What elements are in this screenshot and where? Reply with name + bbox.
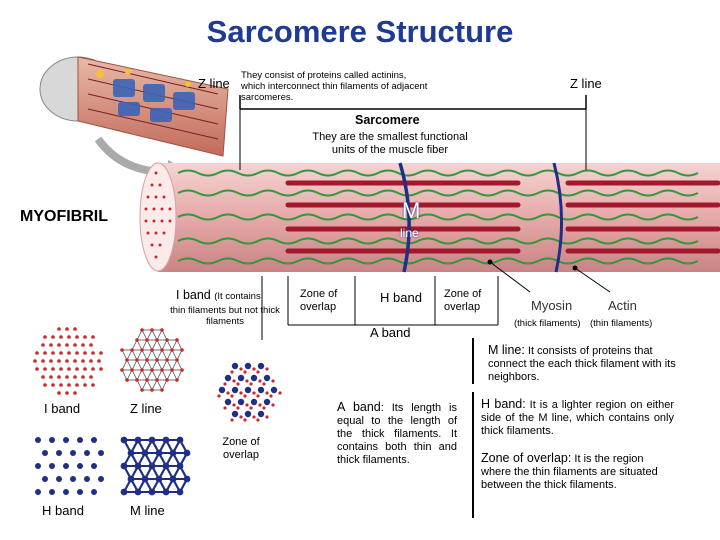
cs-m-line-label: M line (130, 503, 165, 518)
h-band-desc-head: H band: (481, 397, 526, 411)
cross-section-h-band (35, 437, 104, 495)
cross-section-i-band (33, 327, 103, 395)
cs-z-line-label: Z line (130, 401, 162, 416)
muscle-fiber-illustration (39, 56, 229, 182)
sarcomere-label: Sarcomere (355, 113, 420, 127)
myofibril-tube (139, 162, 720, 273)
thick-filaments-label: (thick filaments) (514, 318, 581, 329)
cs-i-band-label: I band (44, 401, 81, 416)
z-line-left-label: Z line (198, 76, 230, 91)
i-band-note-2: thin filaments but not thick filaments (170, 305, 280, 327)
myofibril-label: MYOFIBRIL (20, 208, 108, 225)
m-line-top-big: M (402, 198, 421, 223)
cs-h-band-label: H band (42, 503, 84, 518)
actin-label: Actin (608, 298, 637, 313)
h-band-desc-text: It is a lighter region on either side of… (481, 399, 674, 437)
m-line-description: M line: It consists of proteins that con… (488, 344, 678, 384)
cross-section-m-line (120, 436, 191, 496)
myosin-label: Myosin (531, 298, 573, 313)
m-line-desc-head: M line: (488, 343, 525, 357)
a-band-desc-head: A band (337, 400, 381, 414)
a-band-label: A band (370, 325, 411, 340)
zone-overlap-description: Zone of overlap: It is the region where … (481, 452, 674, 492)
z-line-right-label: Z line (570, 76, 602, 91)
sarcomere-bracket (239, 95, 587, 110)
m-line-desc-text: It consists of proteins that connect the… (488, 345, 676, 383)
h-band-description: H band: It is a lighter region on either… (481, 398, 674, 438)
i-band-label: I band (176, 288, 211, 302)
zone-overlap-desc-text: It is the region where the thin filament… (481, 453, 658, 491)
cross-section-z-line (120, 328, 184, 392)
z-line-markers (239, 109, 587, 170)
sarcomere-note: They are the smallest functional units o… (312, 131, 468, 156)
right-bracket-top (472, 338, 474, 384)
zone-overlap-desc-head: Zone of overlap: (481, 451, 572, 465)
z-line-note: They consist of proteins called actinins… (241, 70, 428, 103)
cs-zone-overlap-label: Zone of overlap (222, 436, 260, 461)
m-line-top-small: line (400, 226, 419, 240)
thin-filaments-label: (thin filaments) (590, 318, 653, 329)
i-band-head: I band (It contains (176, 288, 261, 302)
zone-overlap-right-label: Zone of overlap (444, 288, 482, 313)
right-bracket-bottom (472, 392, 474, 518)
h-band-label: H band (380, 290, 422, 305)
a-band-description: A band: Its length is equal to the lengt… (337, 401, 457, 467)
zone-overlap-left-label: Zone of overlap (300, 288, 338, 313)
page-title: Sarcomere Structure (206, 14, 514, 49)
cross-section-zone-overlap (217, 362, 282, 422)
i-band-note-1: (It contains (214, 291, 261, 302)
a-band-desc-text: : Its length is equal to the length of t… (337, 402, 457, 466)
